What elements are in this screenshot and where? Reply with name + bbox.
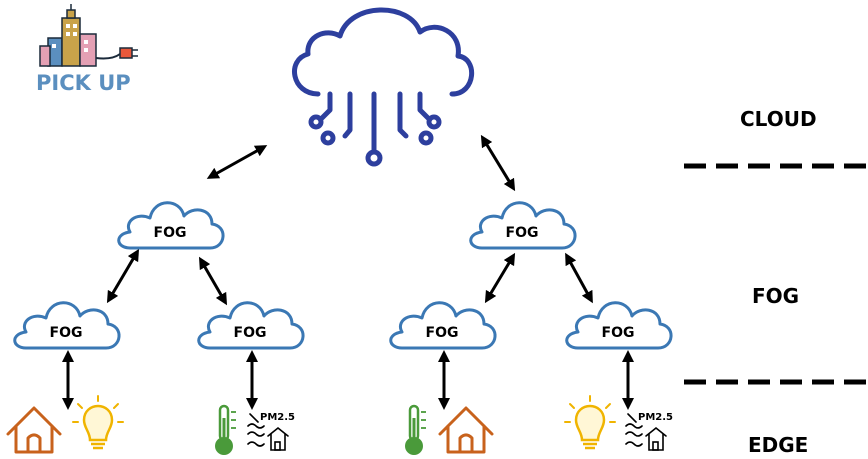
- layer-label-fog: FOG: [752, 284, 799, 308]
- pm-label: PM2.5: [638, 412, 673, 423]
- arrow-cloud-fog-left: [206, 145, 268, 179]
- house-icon: [6, 406, 62, 454]
- cloud-icon: [292, 7, 475, 167]
- fog-node-label: FOG: [234, 325, 267, 341]
- arrow-cloud-fog-right: [480, 134, 516, 192]
- fog-node-label: FOG: [426, 325, 459, 341]
- air-quality-icon: PM2.5: [625, 412, 673, 451]
- fog-node-bottom-4: FOG: [565, 301, 673, 350]
- logo-text: PICK UP: [36, 71, 131, 95]
- arrow-fog-left-1: [106, 248, 140, 304]
- pickup-logo: PICK UP: [36, 4, 138, 95]
- fog-node-label: FOG: [602, 325, 635, 341]
- arrow-fog-left-2: [198, 256, 228, 306]
- connection-arrows: [62, 134, 634, 410]
- fog-node-label: FOG: [50, 325, 83, 341]
- city-plug-icon: [39, 4, 138, 67]
- layer-label-cloud: CLOUD: [740, 107, 817, 131]
- pm-label: PM2.5: [260, 412, 295, 423]
- fog-node-bottom-2: FOG: [197, 301, 305, 350]
- fog-node-label: FOG: [506, 225, 539, 241]
- arrow-fog-right-2: [565, 252, 593, 304]
- edge-group-2: PM2.5: [214, 404, 295, 456]
- thermometer-icon: [214, 404, 238, 456]
- edge-group-3: [404, 404, 494, 456]
- arrow-fog-right-1: [484, 252, 516, 304]
- thermometer-icon: [404, 404, 428, 456]
- lightbulb-icon: [563, 394, 617, 450]
- house-icon: [438, 406, 494, 454]
- fog-node-top-right: FOG: [469, 201, 577, 250]
- lightbulb-icon: [71, 394, 125, 450]
- fog-node-bottom-3: FOG: [389, 301, 497, 350]
- layer-label-edge: EDGE: [748, 433, 808, 457]
- edge-group-4: PM2.5: [563, 394, 673, 451]
- air-quality-icon: PM2.5: [247, 412, 295, 451]
- edge-group-1: [6, 394, 125, 454]
- fog-node-label: FOG: [154, 225, 187, 241]
- fog-node-top-left: FOG: [117, 201, 225, 250]
- fog-node-bottom-1: FOG: [13, 301, 121, 350]
